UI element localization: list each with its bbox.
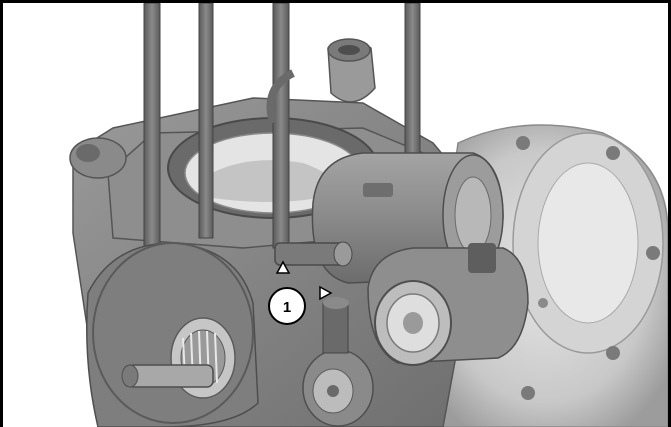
mounting-bolt [274, 241, 353, 267]
pointer-right-triangle [319, 285, 333, 301]
left-cover [86, 242, 259, 427]
callout-number: 1 [283, 299, 291, 316]
starter-relay [367, 243, 529, 366]
oil-pump [302, 297, 374, 427]
engine-illustration: 1 [69, 3, 668, 427]
pointer-up-triangle [275, 260, 291, 274]
output-shaft [121, 317, 236, 399]
filler-neck [266, 38, 376, 125]
callout-circle [268, 287, 306, 325]
callout-1: 1 [268, 260, 333, 325]
